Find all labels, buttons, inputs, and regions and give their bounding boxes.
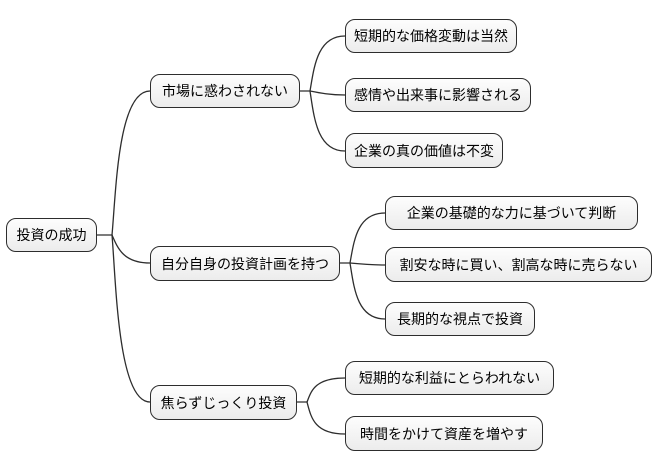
connector-branch1-leaf2: [309, 90, 346, 96]
connector-branch2-leaf1: [349, 212, 386, 264]
leaf-node-1-2: 感情や出来事に影響される: [345, 78, 531, 112]
leaf-node-1-3: 企業の真の価値は不変: [345, 133, 503, 168]
connector-root-branch2: [111, 234, 151, 264]
connector-branch2-leaf2: [349, 262, 386, 266]
connector-branch1-leaf1: [309, 35, 346, 92]
leaf-node-3-1: 短期的な利益にとらわれない: [345, 361, 554, 395]
root-node: 投資の成功: [6, 218, 97, 252]
connector-branch3-leaf2: [306, 401, 346, 435]
branch-node-3: 焦らずじっくり投資: [150, 385, 297, 420]
branch-node-2: 自分自身の投資計画を持つ: [150, 246, 340, 281]
connector-branch2-leaf3: [349, 262, 386, 320]
leaf-node-3-2: 時間をかけて資産を増やす: [345, 416, 543, 451]
leaf-node-2-1: 企業の基礎的な力に基づいて判断: [385, 196, 638, 230]
connector-branch3-leaf1: [306, 377, 346, 403]
connector-root-branch3: [111, 234, 151, 403]
branch-node-1: 市場に惑わされない: [150, 74, 300, 108]
connector-root-branch1: [111, 90, 151, 236]
leaf-node-2-3: 長期的な視点で投資: [385, 302, 535, 336]
connector-branch1-leaf3: [309, 90, 346, 152]
leaf-node-1-1: 短期的な価格変動は当然: [345, 19, 517, 53]
leaf-node-2-2: 割安な時に買い、割高な時に売らない: [385, 247, 652, 282]
